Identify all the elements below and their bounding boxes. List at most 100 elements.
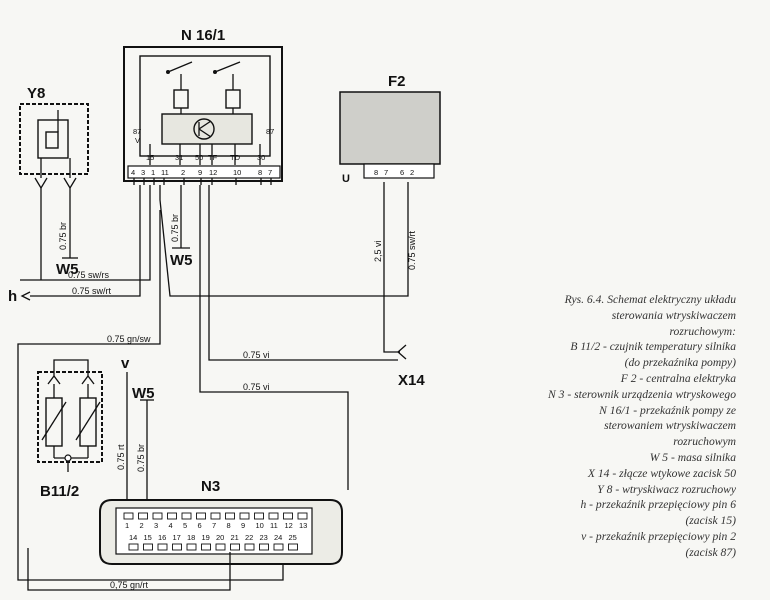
n3-pin-socket: [297, 512, 308, 520]
w5-left-label: W5: [56, 261, 79, 278]
n3-pin-socket: [259, 543, 269, 551]
n3-pin-socket: [128, 543, 139, 551]
n3-pin-12: 12: [285, 521, 293, 530]
n3-pin-13: 13: [299, 521, 307, 530]
caption-line: N 3 - sterownik urządzenia wtryskowego: [548, 387, 736, 401]
n3-pin-socket: [201, 543, 211, 551]
wire-label-vi-25: 2,5 vi: [373, 240, 383, 262]
n3-pin-16: 16: [158, 533, 166, 542]
n3-pin-5: 5: [183, 521, 187, 530]
n3-pin-socket: [172, 543, 182, 551]
caption-line: sterowaniem wtryskiwaczem: [604, 419, 736, 433]
caption-line: X 14 - złącze wtykowe zacisk 50: [587, 466, 736, 480]
h-label: h: [8, 288, 17, 305]
n3-pin-socket: [167, 512, 177, 520]
f2-label: F2: [388, 73, 406, 90]
n3-pin-15: 15: [144, 533, 152, 542]
n3-pin-socket: [283, 512, 293, 520]
relay-bottom-pin-7: 7: [268, 168, 272, 177]
wire-label-vi-x14: 0.75 vi: [243, 350, 270, 360]
n3-pin-7: 7: [212, 521, 216, 530]
n3-pin-socket: [181, 512, 192, 520]
n3-pin-socket: [210, 512, 221, 520]
n3-pin-2: 2: [140, 521, 144, 530]
relay-bottom-pin-12: 12: [209, 168, 217, 177]
caption-line: W 5 - masa silnika: [649, 450, 736, 464]
n16-1-relay: N 16/1 87 V 15 31 50 TF TD 30: [123, 27, 283, 185]
relay-bottom-pin-3: 3: [141, 168, 145, 177]
n3-pin-6: 6: [198, 521, 202, 530]
f2-pin-6: 6: [400, 168, 404, 177]
n3-pin-22: 22: [245, 533, 253, 542]
relay-bottom-pin-2: 2: [181, 168, 185, 177]
n3-pin-socket: [215, 543, 226, 551]
n3-pin-socket: [244, 543, 255, 551]
n3-pin-socket: [268, 512, 279, 520]
caption-line: Rys. 6.4. Schemat elektryczny układu: [564, 293, 736, 306]
wire-label-rt-v: 0.75 rt: [116, 444, 126, 470]
n3-pin-1: 1: [125, 521, 129, 530]
relay-pin-87-right: 87: [266, 127, 274, 136]
n3-pin-11: 11: [270, 521, 278, 530]
n3-pin-19: 19: [202, 533, 210, 542]
wire-label-vi-n3: 0.75 vi: [243, 382, 270, 392]
y8-label: Y8: [27, 85, 45, 102]
caption-line: N 16/1 - przekaźnik pompy ze: [599, 403, 736, 417]
f2-pin-2: 2: [410, 168, 414, 177]
n3-pin-socket: [138, 512, 148, 520]
caption-line: (do przekaźnika pompy): [624, 356, 736, 370]
n3-pin-4: 4: [169, 521, 173, 530]
f2-connector-u-label: U: [342, 173, 350, 185]
wire-label-sw-rt-h: 0.75 sw/rt: [72, 286, 112, 296]
n3-pin-3: 3: [154, 521, 158, 530]
n3-pin-socket: [157, 543, 168, 551]
wire-label-y8-br: 0.75 br: [58, 222, 68, 250]
n3-pin-23: 23: [260, 533, 268, 542]
n3-pin-20: 20: [216, 533, 224, 542]
caption-line: F 2 - centralna elektryka: [620, 371, 736, 385]
caption-line: (zacisk 15): [685, 514, 736, 528]
n3-pin-socket: [254, 512, 264, 520]
wire-label-br-w5: 0.75 br: [136, 444, 146, 472]
n3-pin-21: 21: [231, 533, 239, 542]
n3-pin-24: 24: [274, 533, 282, 542]
f2-pin-7: 7: [384, 168, 388, 177]
wire-label-relay-br: 0.75 br: [170, 214, 180, 242]
wire-label-sw-rs: 0.75 sw/rs: [68, 270, 110, 280]
n3-label: N3: [201, 478, 220, 495]
n3-pin-18: 18: [187, 533, 195, 542]
relay-pin-50: 50: [195, 153, 203, 162]
n3-pin-socket: [239, 512, 250, 520]
caption-line: rozruchowym: [673, 435, 736, 449]
n3-pin-socket: [186, 543, 197, 551]
n16-1-label: N 16/1: [181, 27, 225, 44]
n3-pin-socket: [288, 543, 298, 551]
relay-pin-87-left: 87: [133, 127, 141, 136]
relay-bottom-pin-9: 9: [198, 168, 202, 177]
caption-line: (zacisk 87): [685, 545, 736, 559]
relay-pin-15: 15: [146, 153, 154, 162]
n3-pin-8: 8: [227, 521, 231, 530]
n3-pin-socket: [123, 512, 134, 520]
wire-label-gn-sw: 0.75 gn/sw: [107, 334, 151, 344]
relay-bottom-pin-10: 10: [233, 168, 241, 177]
n3-pin-25: 25: [289, 533, 297, 542]
n3-pin-socket: [225, 512, 235, 520]
caption-line: Y 8 - wtryskiwacz rozruchowy: [597, 482, 736, 496]
caption-line: B 11/2 - czujnik temperatury silnika: [570, 340, 736, 354]
wire-label-sw-rt-f2: 0.75 sw/rt: [407, 230, 417, 270]
relay-bottom-pin-8: 8: [258, 168, 262, 177]
n3-pin-17: 17: [173, 533, 181, 542]
f2-pin-8: 8: [374, 168, 378, 177]
relay-pin-30: 30: [257, 153, 265, 162]
caption-line: h - przekaźnik przepięciowy pin 6: [580, 498, 736, 512]
b11-2-sensor: B11/2: [37, 371, 103, 500]
figure-caption: Rys. 6.4. Schemat elektryczny układu ster…: [436, 292, 736, 561]
n3-pin-9: 9: [241, 521, 245, 530]
relay-bottom-pin-4: 4: [131, 168, 135, 177]
n3-pin-socket: [273, 543, 284, 551]
caption-line: rozruchowym:: [669, 324, 736, 338]
